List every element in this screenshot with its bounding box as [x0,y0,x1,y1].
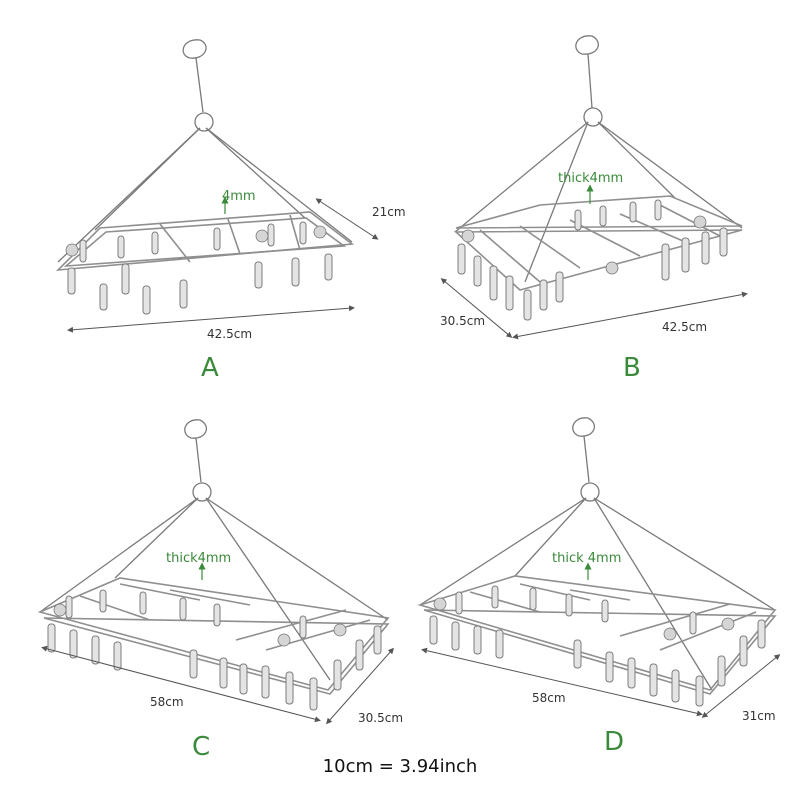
length-label-a: 42.5cm [207,327,252,341]
thickness-label-b: thick4mm [558,171,623,186]
depth-label-a: 21cm [372,205,406,219]
variant-label-b: B [623,353,641,383]
hook-icon [572,417,596,437]
depth-label-c: 30.5cm [358,711,403,725]
length-label-c: 58cm [150,695,184,709]
thickness-label-d: thick 4mm [552,551,621,566]
hook-icon [184,419,208,439]
hanger-b: thick4mm 42.5cm 30.5cm B [440,35,748,383]
hanger-a: 4mm 42.5cm 21cm A [55,39,406,383]
thickness-label-c: thick4mm [166,551,231,566]
hanger-d: thick 4mm 58cm 31cm D [417,417,781,757]
variant-label-d: D [604,727,624,757]
thickness-label-a: 4mm [222,189,256,204]
hanger-c: thick4mm 58cm 30.5cm C [37,419,403,762]
clips-a [65,221,333,315]
conversion-note: 10cm = 3.94inch [322,756,478,777]
hook-icon [575,35,599,55]
variant-label-c: C [192,732,210,762]
hook-icon [182,39,207,59]
length-label-b: 42.5cm [662,320,707,334]
variant-label-a: A [201,353,219,383]
depth-label-d: 31cm [742,709,776,723]
length-label-d: 58cm [532,691,566,705]
depth-label-b: 30.5cm [440,314,485,328]
